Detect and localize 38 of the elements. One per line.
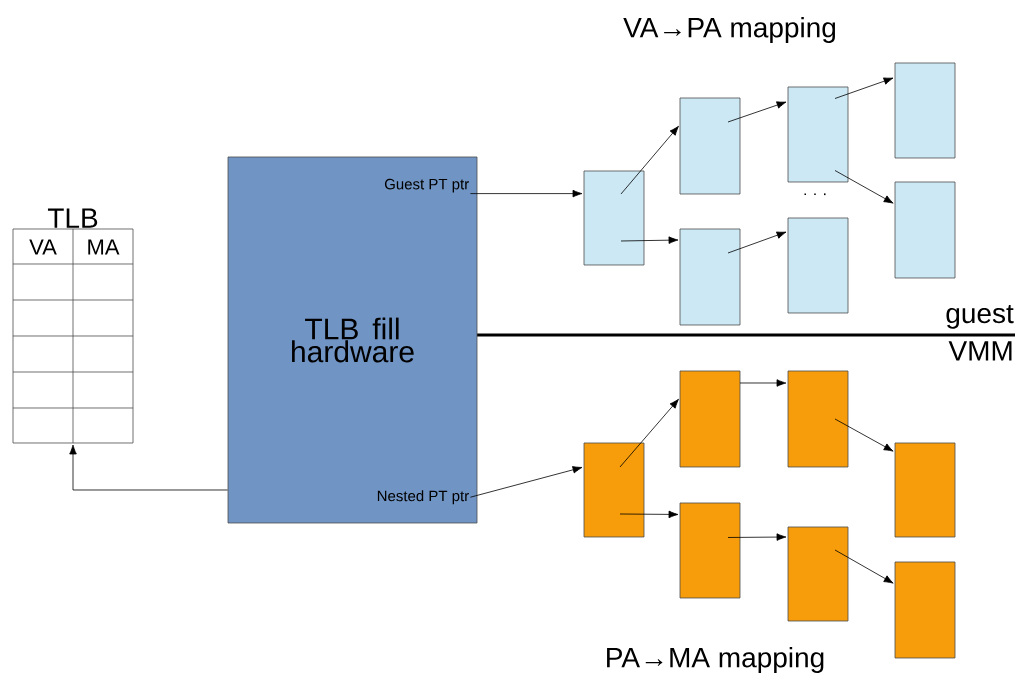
table-box	[679, 502, 741, 599]
arrow	[727, 101, 787, 123]
table-box	[787, 370, 849, 468]
table-box	[894, 442, 956, 538]
arrow	[834, 418, 894, 452]
region-label: guest	[946, 304, 1014, 329]
pointer-label: Nested PT ptr	[377, 490, 469, 505]
arrow	[619, 510, 679, 519]
pointer-label: Guest PT ptr	[384, 178, 469, 193]
table-box	[894, 561, 956, 659]
table-box	[583, 442, 645, 538]
table-box	[787, 526, 849, 622]
mapping-heading: PA→MA mapping	[607, 646, 824, 674]
arrow	[739, 379, 787, 387]
tlb-table: TLB VA MA	[12, 208, 134, 444]
table-box	[679, 370, 741, 468]
arrow	[620, 236, 679, 244]
arrow	[834, 77, 894, 99]
node-label: TLB	[47, 208, 98, 228]
arrow	[834, 170, 894, 204]
table-box	[787, 217, 849, 314]
arrow	[727, 231, 787, 254]
table-box	[787, 86, 849, 183]
table-box	[679, 228, 741, 326]
arrow	[470, 466, 583, 498]
arrow	[470, 189, 583, 198]
arrow	[834, 549, 894, 584]
table-box	[679, 97, 741, 195]
mapping-heading: VA→PA mapping	[623, 16, 836, 44]
table-box	[894, 181, 956, 279]
arrow	[727, 533, 787, 541]
region-label: VMM	[948, 341, 1012, 361]
arrow	[69, 444, 228, 491]
table-box	[894, 62, 956, 159]
arrow	[620, 125, 679, 195]
arrow	[619, 398, 679, 468]
table-box	[583, 170, 645, 266]
ellipsis: · · ·	[804, 193, 826, 196]
